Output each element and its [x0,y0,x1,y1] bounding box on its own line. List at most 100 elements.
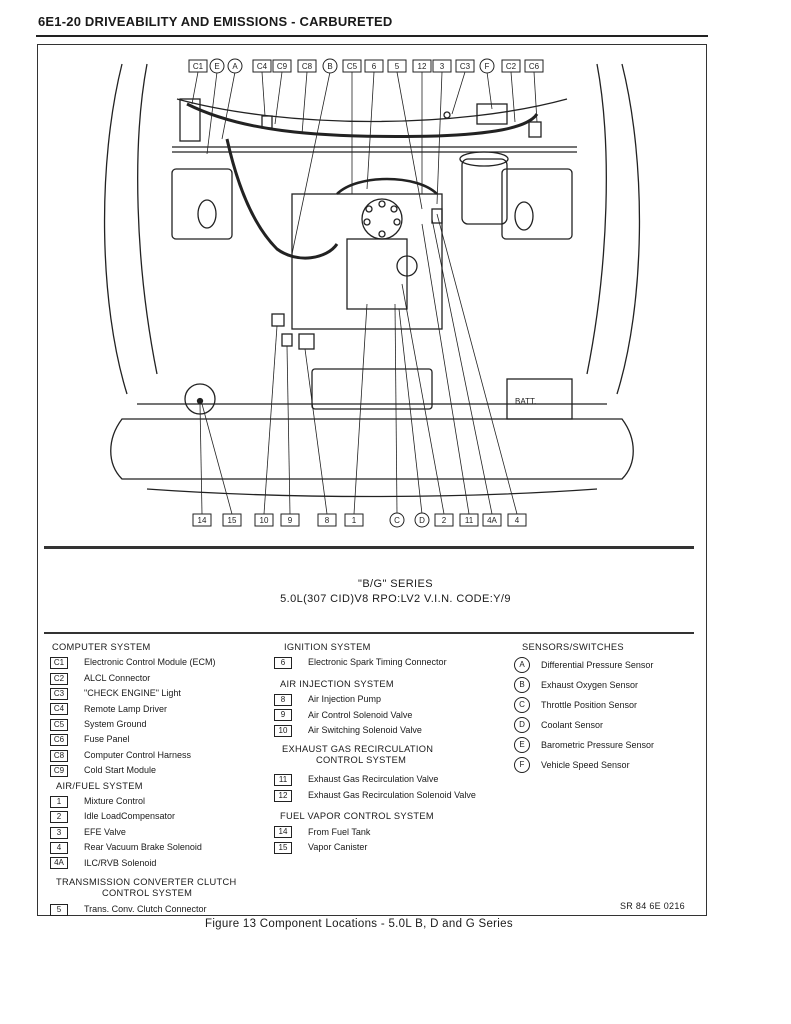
callout-12: 12 [412,59,432,73]
figure-caption: Figure 13 Component Locations - 5.0L B, … [205,918,513,930]
callout-C: C [389,512,405,528]
legend-code: A [514,657,530,673]
section-title: AIR/FUEL SYSTEM [56,780,143,791]
section-title: SENSORS/SWITCHES [522,642,624,652]
legend-item: A Differential Pressure Sensor [514,655,654,675]
legend-code: 4A [50,857,68,870]
engine-outline [291,193,443,330]
callout-label: 9 [288,516,293,525]
callout-label: 11 [465,516,474,525]
callout-label: C1 [193,62,204,71]
callout-label: 5 [395,62,400,71]
callout-C4: C4 [252,59,272,73]
legend-item: 8 Air Injection Pump [274,692,476,707]
legend-code: 10 [274,724,292,737]
callout-C3: C3 [455,59,475,73]
section-title: COMPUTER SYSTEM [52,642,151,652]
legend-code: 8 [274,693,292,706]
legend-text: Differential Pressure Sensor [541,660,654,670]
legend-text: EFE Valve [84,826,126,837]
callout-6: 6 [364,59,384,73]
air-pump [396,255,418,277]
callout-label: C2 [506,62,517,71]
legend-text: Idle LoadCompensator [84,811,176,822]
legend-text: Exhaust Oxygen Sensor [541,680,639,690]
legend-code: D [514,717,530,733]
legend-item: 4A ILC/RVB Solenoid [50,856,237,871]
legend-item: C2 ALCL Connector [50,671,237,686]
legend-text: ILC/RVB Solenoid [84,857,157,868]
legend-text: Rear Vacuum Brake Solenoid [84,842,202,853]
callout-label: 6 [372,62,377,71]
callout-label: C6 [529,62,540,71]
callout-C5: C5 [342,59,362,73]
legend-item: E Barometric Pressure Sensor [514,735,654,755]
callout-label: F [485,62,490,71]
callout-label: 10 [260,516,269,525]
legend-code: C9 [50,764,68,777]
legend-text: Exhaust Gas Recirculation Solenoid Valve [308,789,476,800]
batt-label: BATT. [515,397,536,406]
callout-C8: C8 [297,59,317,73]
callout-E: E [209,58,225,74]
callout-leaders [191,71,538,515]
legend-item: 3 EFE Valve [50,825,237,840]
legend-item: D Coolant Sensor [514,715,654,735]
series-title: "B/G" SERIES [358,578,433,590]
legend-text: "CHECK ENGINE" Light [84,688,181,699]
legend-code: E [514,737,530,753]
callout-A: A [227,58,243,74]
callout-label: 1 [352,516,357,525]
callout-1: 1 [344,513,364,527]
legend-code: 11 [274,774,292,787]
section-title: FUEL VAPOR CONTROL SYSTEM [280,811,434,822]
legend-text: ALCL Connector [84,672,151,683]
callout-label: C [394,516,400,525]
callout-4: 4 [507,513,527,527]
callout-2: 2 [434,513,454,527]
legend-column-right: SENSORS/SWITCHES A Differential Pressure … [514,640,654,775]
legend-code: 1 [50,795,68,808]
legend-code: 3 [50,826,68,839]
callout-label: D [419,516,425,525]
callout-F: F [479,58,495,74]
legend-code: F [514,757,530,773]
legend-item: C3"CHECK ENGINE" Light [50,686,237,701]
callout-label: C8 [302,62,313,71]
callout-C2: C2 [501,59,521,73]
legend-code: C2 [50,672,68,685]
legend-text: Throttle Position Sensor [541,700,638,710]
legend-text: Air Injection Pump [308,694,382,705]
legend-code: B [514,677,530,693]
section-subtitle: CONTROL SYSTEM [316,755,407,766]
engine-compartment-diagram: BATT. [103,58,641,528]
left-inner-panel [171,168,233,240]
section-title: TRANSMISSION CONVERTER CLUTCH [56,877,237,888]
left-fender-outline [103,63,128,395]
callout-15: 15 [222,513,242,527]
callout-label: 2 [442,516,447,525]
section-subtitle: CONTROL SYSTEM [102,888,193,899]
callout-11: 11 [459,513,479,527]
legend-code: C1 [50,657,68,670]
callout-label: 8 [325,516,330,525]
legend-text: Barometric Pressure Sensor [541,740,655,750]
right-inner-panel [501,168,573,240]
distributor [361,198,403,240]
right-fender-outline [616,63,641,395]
callout-label: 3 [440,62,445,71]
legend-text: Coolant Sensor [541,720,604,730]
